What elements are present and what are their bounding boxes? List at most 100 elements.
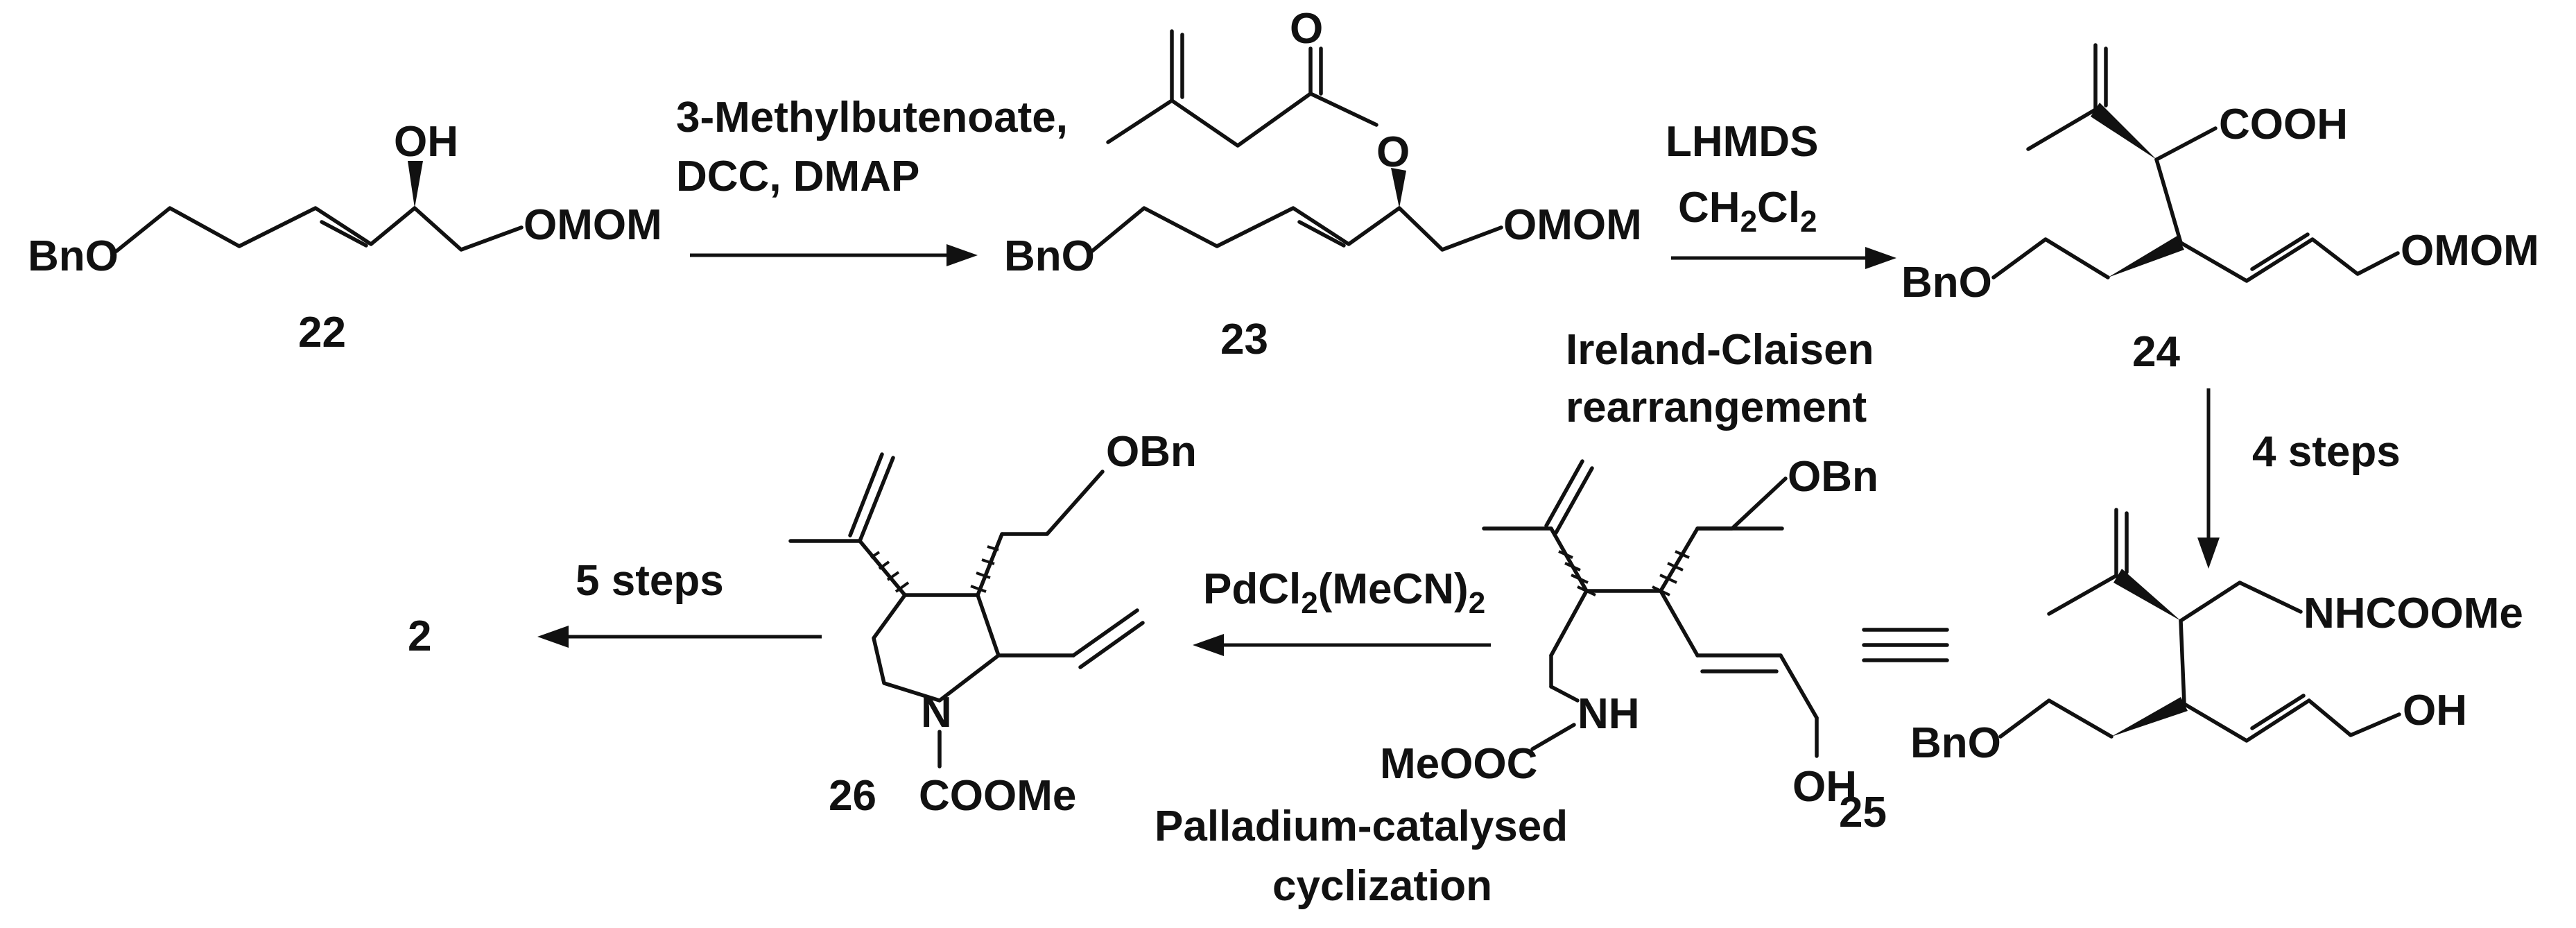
step2-solvent-sub2: 2 [1800, 205, 1817, 239]
c25b-n-to-ch2 [1549, 685, 1580, 703]
c2-number: 2 [408, 612, 431, 660]
c25b-oh-label: OH [1792, 763, 1857, 811]
c22-oh-label: OH [394, 118, 458, 166]
step2-solvent-ch: CH [1678, 184, 1740, 232]
c26-hash-b2 [976, 572, 991, 579]
c25-bno-label: BnO [1910, 719, 2001, 767]
arrow-step5: 5 steps [537, 557, 822, 648]
step4-catalyst-b: (MeCN) [1318, 565, 1469, 613]
c23-double-bond [1297, 220, 1346, 248]
step4-catalyst: PdCl2(MeCN)2 [1203, 565, 1485, 620]
c25-number: 25 [1839, 789, 1887, 836]
c25-nhcoome-label: NHCOOMe [2303, 590, 2523, 637]
c25b-hash-b2 [1659, 574, 1677, 584]
c24-isopropenyl-methyl [2026, 108, 2098, 151]
compound-2: 2 [408, 612, 431, 660]
arrow-step2-head [1865, 247, 1896, 269]
c24-chain-left [1991, 237, 2110, 280]
c25b-hash-a3 [1564, 562, 1581, 572]
step3-label: 4 steps [2252, 428, 2401, 476]
compound-23: BnO O O OMOM 23 [1004, 5, 1642, 363]
compound-26: OBn N COOMe 26 [788, 428, 1197, 820]
c24-omom-label: OMOM [2401, 227, 2539, 275]
c24-bno-label: BnO [1901, 259, 1992, 307]
c25-aminomethyl [2179, 581, 2303, 623]
c25-backbone [2179, 619, 2186, 706]
c26-number: 26 [829, 772, 876, 820]
step1-reagent-line1: 3-Methylbutenoate, [676, 94, 1068, 141]
c25b-ethyl-to-obn [1695, 476, 1788, 531]
c25b-carbamate [1530, 723, 1576, 751]
c25b-isopropenyl-double [1544, 459, 1584, 528]
step2-reagent-lhmds: LHMDS [1666, 118, 1818, 166]
c22-number: 22 [298, 309, 346, 356]
c24-backbone [2154, 157, 2183, 245]
arrow-step4: PdCl2(MeCN)2 Palladium-catalysed cycliza… [1155, 565, 1568, 910]
c26-vinyl-2 [1071, 608, 1139, 658]
c26-ring [872, 593, 1001, 703]
c25b-hash-b3 [1667, 562, 1684, 572]
c23-methyl-bond [1106, 98, 1174, 144]
step2-caption-line1: Ireland-Claisen [1566, 326, 1874, 374]
c25b-hash-b4 [1675, 550, 1690, 559]
arrow-step1: 3-Methylbutenoate, DCC, DMAP [676, 94, 1068, 266]
c23-carbonyl-o-label: O [1290, 5, 1323, 53]
compound-24: BnO COOH OMOM 24 [1901, 43, 2539, 376]
c25b-obn-label: OBn [1788, 453, 1878, 501]
c25b-nh-label: NH [1577, 690, 1640, 738]
c22-double-bond [320, 220, 368, 248]
c23-ester-o-label: O [1376, 128, 1410, 176]
c25b-hash-a4 [1558, 550, 1573, 559]
c26-vinyl-double [1078, 621, 1145, 669]
c24-wedge-upper [2091, 103, 2156, 160]
step5-label: 5 steps [576, 557, 724, 605]
c25-chain-right [2182, 698, 2401, 743]
c22-bno-label: BnO [28, 232, 119, 280]
c24-double-bond [2250, 232, 2310, 271]
arrow-step3: 4 steps [2197, 388, 2401, 569]
c25b-aminomethyl [1549, 589, 1589, 658]
c24-number: 24 [2132, 328, 2180, 376]
step4-catalyst-a: PdCl [1203, 565, 1301, 613]
c25-isopropenyl-methyl [2047, 574, 2118, 616]
step2-caption-line2: rearrangement [1566, 384, 1867, 431]
c25-oh-label: OH [2403, 687, 2467, 734]
c23-chain [1090, 206, 1503, 253]
c23-omom-label: OMOM [1503, 201, 1642, 249]
c26-isopropenyl-double2 [848, 452, 884, 538]
compound-25: BnO OH NHCOOMe 25 [1839, 508, 2523, 836]
c25-wedge-upper [2113, 569, 2181, 621]
c24-cooh-label: COOH [2219, 101, 2348, 148]
c26-ethyl [1000, 470, 1105, 536]
c22-omom-label: OMOM [524, 201, 662, 249]
c25-wedge-lower [2111, 697, 2188, 737]
step2-solvent-cl: Cl [1757, 184, 1800, 232]
compound-25-alt: NH MeOOC OBn OH [1380, 453, 1878, 811]
arrow-step2: LHMDS CH2Cl2 Ireland-Claisen rearrangeme… [1566, 118, 1896, 431]
c26-obn-label: OBn [1106, 428, 1197, 476]
c25b-hash-a2 [1571, 574, 1589, 584]
step4-catalyst-sub: 2 [1301, 586, 1317, 620]
c26-hash-a2 [886, 571, 900, 581]
c23-acyl-chain [1170, 92, 1378, 148]
c26-coome-label: COOMe [919, 772, 1076, 820]
c25-chain-left [1998, 698, 2113, 739]
c26-hash-b3 [981, 558, 995, 565]
c22-stereo-wedge [408, 161, 423, 208]
c25-double-bond [2250, 694, 2306, 730]
c25b-allyl-3 [1779, 653, 1819, 720]
c26-hash-b1 [970, 585, 987, 593]
step4-catalyst-sub2: 2 [1469, 586, 1485, 620]
c26-n-label: N [921, 689, 952, 737]
c25b-isopropenyl-double2 [1554, 466, 1594, 535]
arrow-step1-head [946, 244, 978, 266]
step2-solvent-sub: 2 [1740, 205, 1757, 239]
c25b-allyl-1 [1659, 589, 1700, 658]
step2-solvent: CH2Cl2 [1678, 184, 1817, 239]
c24-cooh-bond [2154, 126, 2218, 162]
c26-hash-a1 [894, 581, 910, 593]
c25b-side-up [1659, 526, 1700, 593]
compound-22: BnO OH OMOM 22 [28, 118, 662, 356]
